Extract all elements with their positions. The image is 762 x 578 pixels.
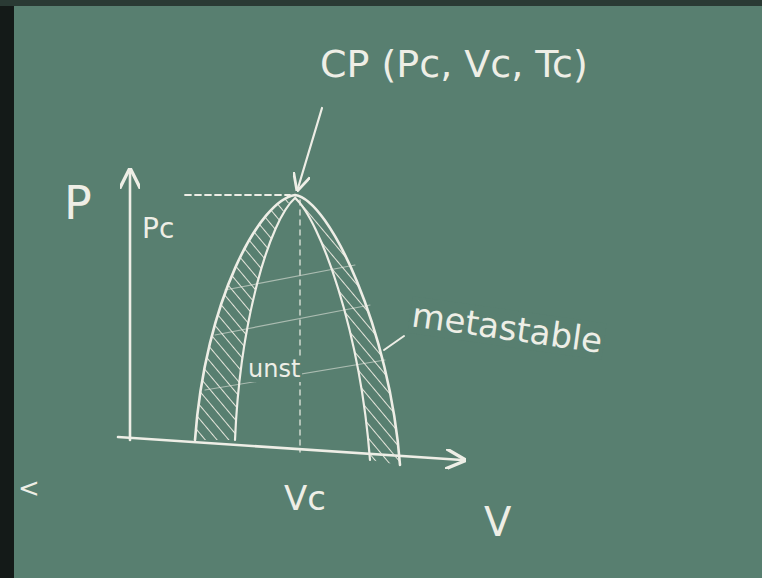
tie-line [225,265,355,290]
tick-label: Pc [140,214,176,245]
metastable-region [195,195,295,440]
edge-fragment: < [16,474,42,503]
axis-label: V [482,500,513,544]
board-top [0,0,762,6]
tick-label: Vc [282,480,328,517]
pc-guide [185,194,290,196]
axis-label: P [62,178,94,229]
region-label: metastable [407,296,606,360]
critical-point-label: CP (Pc, Vc, Tc) [318,44,590,86]
board-edge [0,0,14,578]
v-axis [118,437,462,460]
spinodal-curve [235,198,370,460]
p-axis [129,172,132,440]
vc-guide [299,200,301,452]
metastable-region [295,195,400,465]
leader-line [384,336,404,350]
cp-pointer [298,108,322,188]
region-label: unst [246,356,302,382]
tie-line [215,305,370,335]
binodal-curve [195,195,400,465]
